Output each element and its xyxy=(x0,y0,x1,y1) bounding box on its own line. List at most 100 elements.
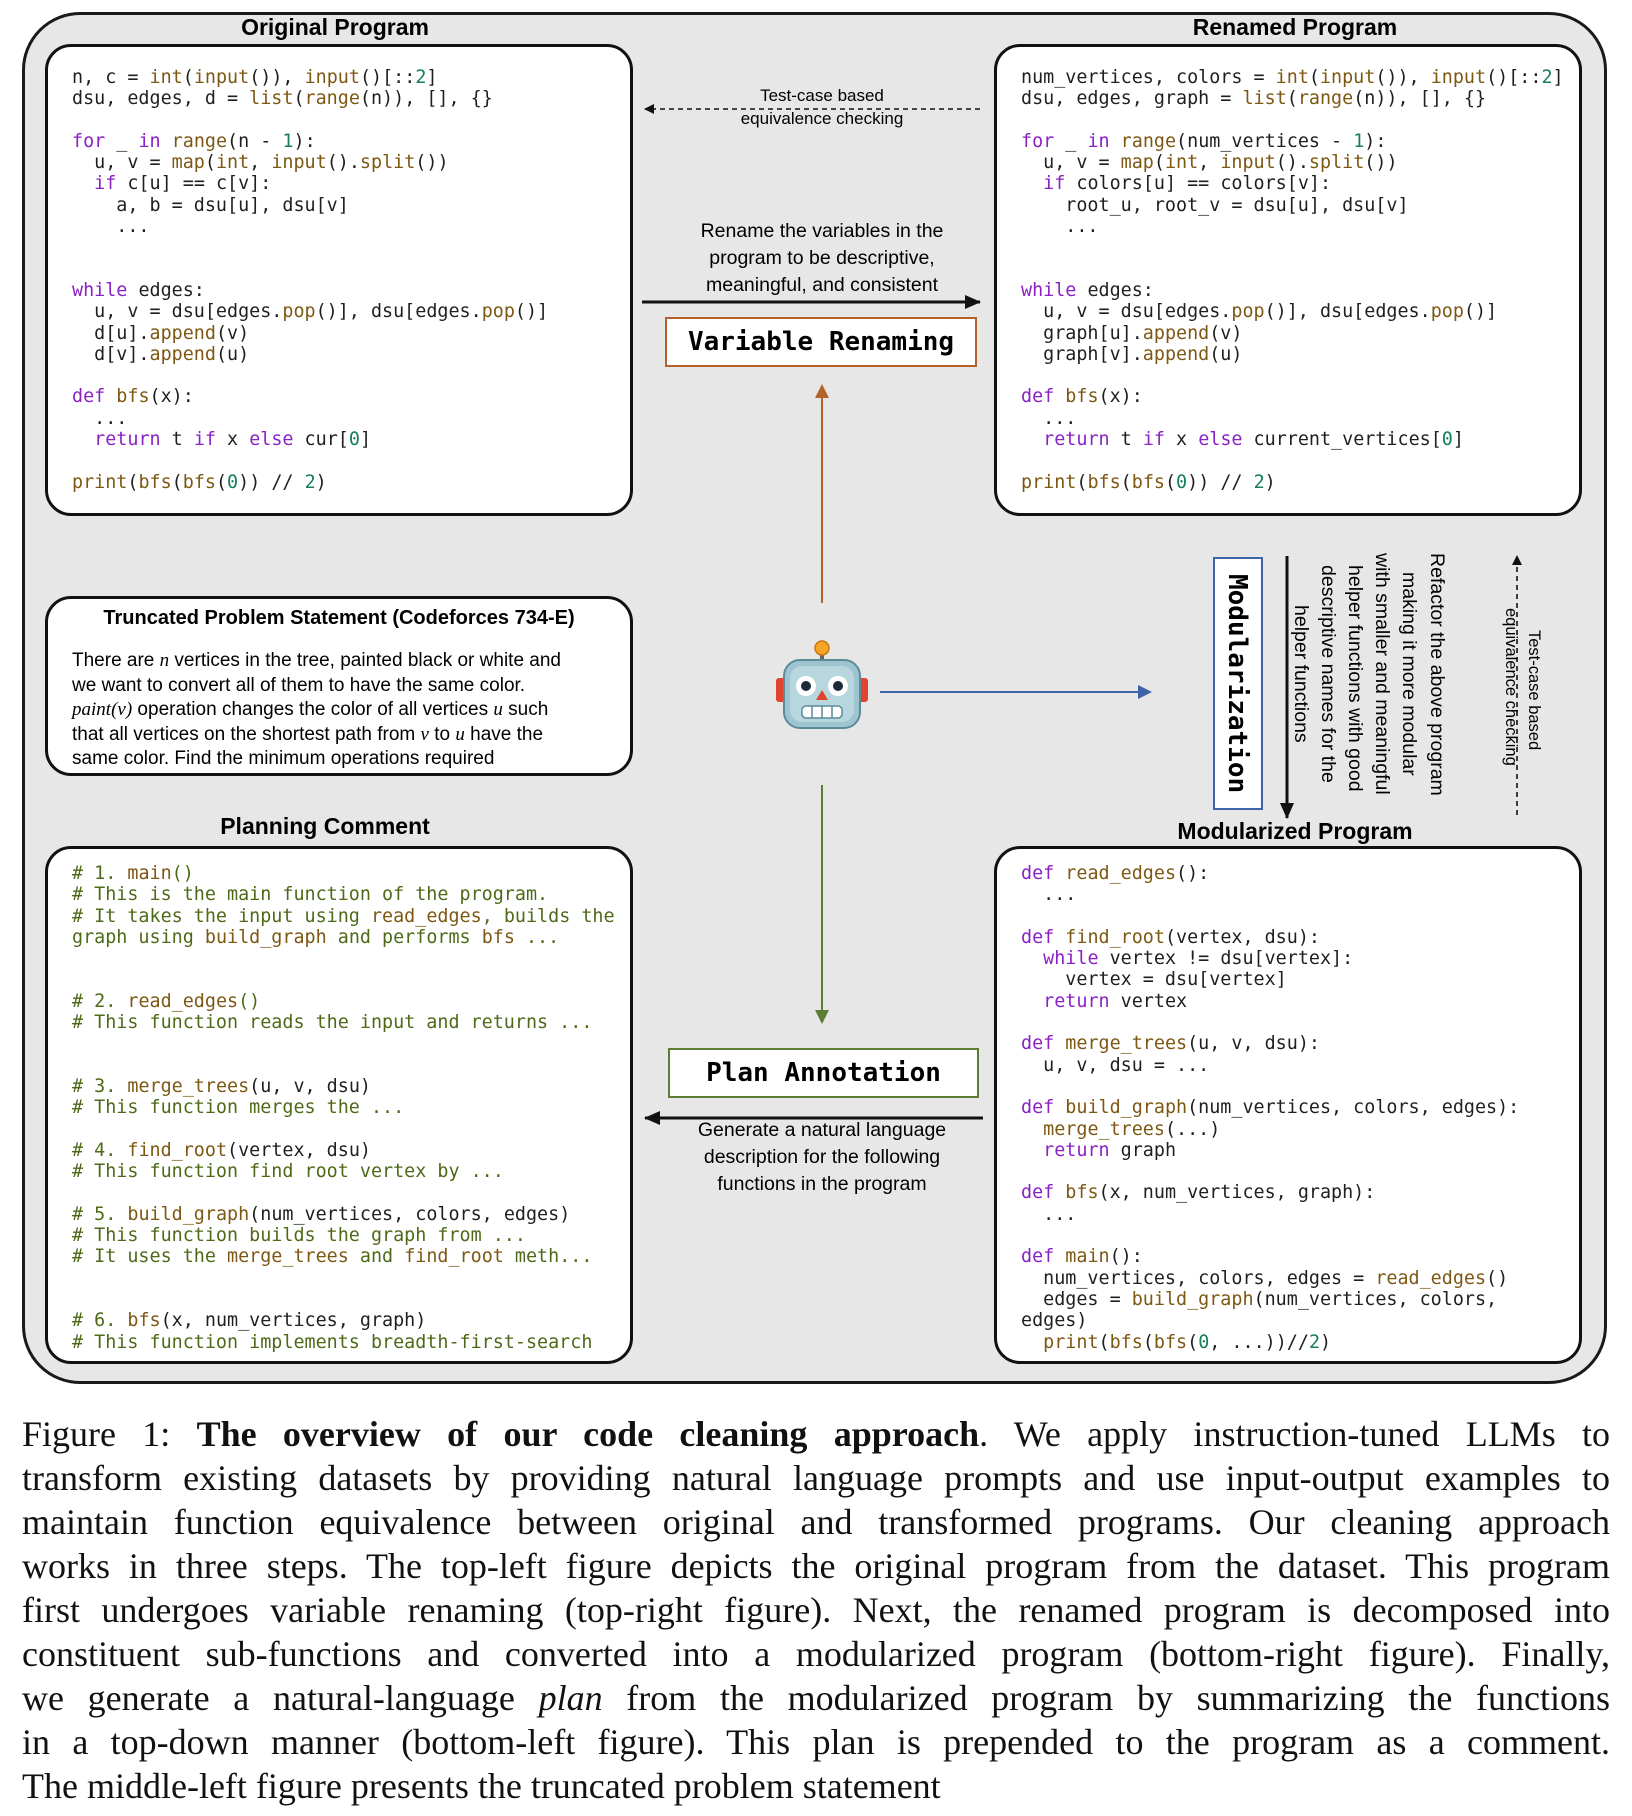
code-token: graph[v]. xyxy=(1021,343,1143,365)
modularization-box xyxy=(1213,557,1263,810)
plan-annotation-box: Plan Annotation xyxy=(668,1048,979,1098)
code-token: # It uses the xyxy=(72,1246,228,1268)
code-token: 1 xyxy=(282,130,294,152)
code-token: return xyxy=(94,429,161,451)
code-token: x xyxy=(215,429,250,451)
code-token: (num_vertices, colors, edges) xyxy=(249,1203,571,1225)
code-token xyxy=(105,386,116,407)
code-token: , xyxy=(249,152,272,174)
modular-prompt-line-5: descriptive names for the xyxy=(1317,565,1339,783)
code-token: def xyxy=(1021,1033,1055,1055)
code-token: 0 xyxy=(227,471,239,493)
code-token: (). xyxy=(326,152,360,174)
code-line: ... xyxy=(1021,1204,1571,1225)
caption-token: from the modularized program by summariz… xyxy=(602,1678,1610,1718)
caption-token: constituent sub-functions and converted … xyxy=(22,1634,1610,1674)
modular-prompt-line-6: helper functions xyxy=(1290,605,1312,743)
code-token: graph[u]. xyxy=(1021,322,1143,344)
code-token: pop xyxy=(1430,301,1464,323)
code-line: while edges: xyxy=(1021,280,1571,301)
code-token: (n - xyxy=(227,130,283,152)
code-line: d[v].append(u) xyxy=(72,344,622,365)
code-line xyxy=(1021,259,1571,280)
caption-line: in a top-down manner (bottom-left figure… xyxy=(22,1720,1610,1764)
code-token: (num_vertices - xyxy=(1176,130,1354,152)
code-line: return t if x else cur[0] xyxy=(72,429,622,450)
code-line: # This function merges the ... xyxy=(72,1097,622,1118)
code-line: # This function builds the graph from ..… xyxy=(72,1225,622,1246)
code-line xyxy=(72,1268,622,1289)
code-line: return t if x else current_vertices[0] xyxy=(1021,429,1571,450)
code-token: else xyxy=(1198,429,1243,451)
code-token: (u, v, dsu) xyxy=(249,1075,371,1097)
code-token xyxy=(1021,1140,1043,1161)
code-line xyxy=(72,450,622,471)
code-token: bfs xyxy=(1087,471,1121,493)
code-line: dsu, edges, d = list(range(n)), [], {} xyxy=(72,88,622,109)
code-token: def xyxy=(1021,386,1055,408)
code-token: append xyxy=(1142,343,1210,365)
code-line: while edges: xyxy=(72,280,622,301)
code-token: find_root xyxy=(1065,926,1165,948)
statement-line: we want to convert all of them to have t… xyxy=(72,674,614,699)
modular-prompt-line-3: with smaller and meaningful xyxy=(1371,553,1393,795)
statement-token: There are xyxy=(72,650,160,671)
code-token: ( xyxy=(293,88,305,110)
code-token: append xyxy=(1142,322,1210,344)
code-token: input xyxy=(271,152,327,174)
planning-comment-code: # 1. main()# This is the main function o… xyxy=(72,863,622,1353)
code-token: read_edges xyxy=(1375,1267,1487,1289)
code-token: ( xyxy=(204,152,216,174)
code-token: in xyxy=(138,130,161,152)
code-token: 2 xyxy=(1541,67,1553,88)
planning-comment-box: # 1. main()# This is the main function o… xyxy=(45,846,633,1364)
code-token: ... xyxy=(1021,1203,1077,1225)
code-token: () xyxy=(238,990,261,1012)
code-line: # This is the main function of the progr… xyxy=(72,884,622,905)
code-token: merge_trees xyxy=(1043,1118,1165,1140)
code-token: ] xyxy=(359,429,372,451)
code-token: edges = xyxy=(1021,1288,1132,1310)
code-token: current_vertices[ xyxy=(1242,429,1442,451)
code-token: return xyxy=(1043,429,1110,451)
code-token: bfs xyxy=(182,471,216,493)
code-token: bfs xyxy=(138,471,172,493)
code-line: edges = build_graph(num_vertices, colors… xyxy=(1021,1289,1571,1310)
code-token: # 3. xyxy=(72,1075,128,1097)
code-token: ( xyxy=(1153,152,1165,174)
code-token: build_graph xyxy=(1131,1288,1254,1310)
code-token: merge_trees xyxy=(227,1246,349,1268)
code-line xyxy=(72,110,622,131)
caption-token: Figure 1: xyxy=(22,1414,197,1454)
code-token: , ...))// xyxy=(1209,1331,1309,1353)
code-token: else xyxy=(249,429,294,451)
statement-token: n xyxy=(159,650,170,671)
code-token: split xyxy=(359,152,416,174)
code-token xyxy=(1021,991,1043,1012)
code-token: ()) xyxy=(415,152,449,174)
code-token: u, v = dsu[edges. xyxy=(1021,301,1232,323)
caption-token: we generate a natural-language xyxy=(22,1678,539,1718)
caption-line: The middle-left figure presents the trun… xyxy=(22,1764,1610,1808)
code-line xyxy=(1021,1012,1571,1033)
code-token: map xyxy=(171,152,205,174)
statement-token: same color. Find the minimum operations … xyxy=(72,748,495,769)
code-line: graph using build_graph and performs bfs… xyxy=(72,927,622,948)
code-token: if xyxy=(193,429,216,451)
renamed-program-title: Renamed Program xyxy=(1192,14,1398,40)
code-token xyxy=(72,429,94,450)
code-token: (v) xyxy=(1209,322,1243,344)
caption-line: Figure 1: The overview of our code clean… xyxy=(22,1412,1610,1456)
code-token: int xyxy=(1164,152,1199,174)
code-token: read_edges xyxy=(127,990,239,1012)
code-token xyxy=(161,131,172,152)
code-line xyxy=(72,1033,622,1054)
code-token: for xyxy=(1021,130,1055,152)
code-token: (v) xyxy=(215,322,250,344)
code-token: 2 xyxy=(304,471,316,493)
code-token: append xyxy=(149,343,216,365)
code-token: # It takes the input using xyxy=(72,905,371,927)
code-token: def xyxy=(72,386,106,408)
code-token: ( xyxy=(1308,67,1320,88)
code-token: pop xyxy=(481,301,515,323)
